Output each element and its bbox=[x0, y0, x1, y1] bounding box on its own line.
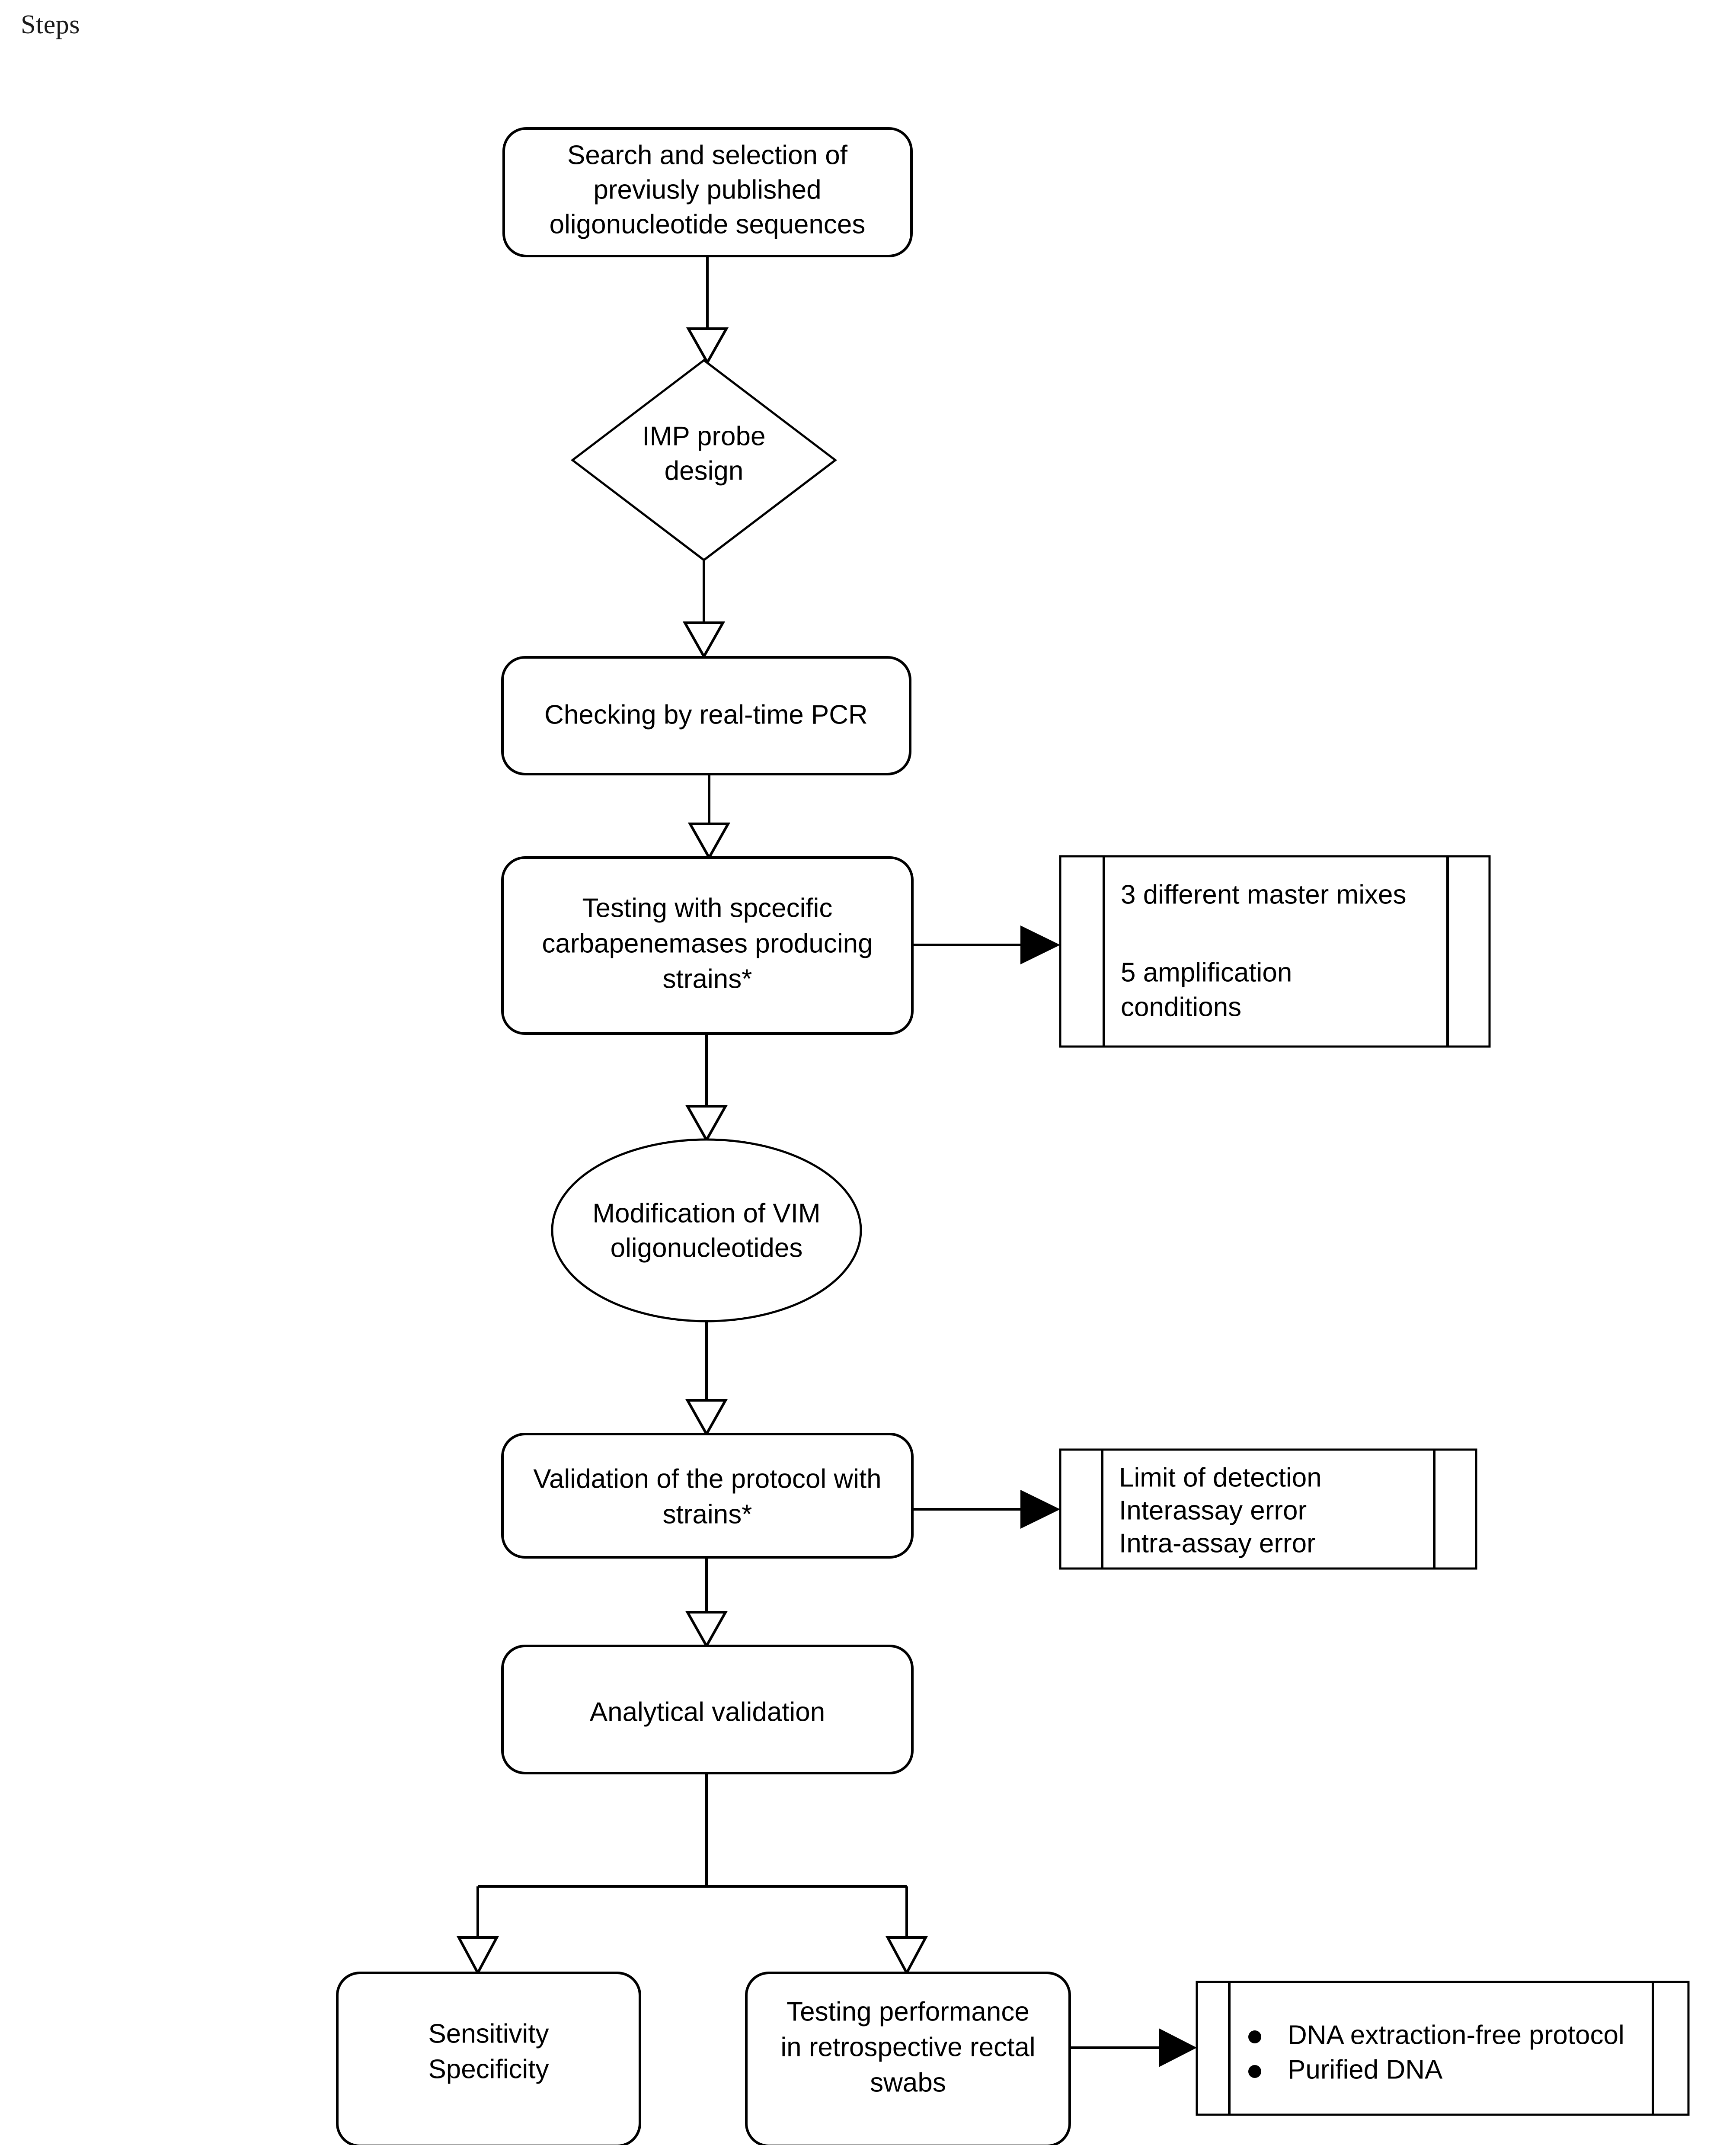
node-testing-rectal-swabs-shape[interactable] bbox=[745, 1972, 1071, 2145]
node-master-mixes-conditions[interactable]: 3 different master mixes 5 amplification… bbox=[1059, 855, 1491, 1048]
node-testing-specific-strains-line-2: carbapenemases producing bbox=[542, 928, 873, 958]
node-analytical-validation[interactable]: Analytical validation bbox=[501, 1645, 914, 1774]
node-validation-protocol-shape[interactable] bbox=[501, 1433, 914, 1559]
bullet-dot-icon bbox=[1248, 2065, 1261, 2078]
edge-validation-to-metrics bbox=[912, 1490, 1060, 1529]
node-sensitivity-specificity[interactable]: Sensitivity Specificity bbox=[336, 1972, 641, 2145]
node-validation-metrics-line-2: Interassay error bbox=[1119, 1495, 1307, 1525]
node-dna-protocols-bullet-1: DNA extraction-free protocol bbox=[1288, 2020, 1624, 2050]
edge-diamond-to-pcr bbox=[682, 560, 726, 660]
node-imp-probe-design-shape[interactable] bbox=[570, 359, 838, 562]
node-validation-metrics-shape[interactable] bbox=[1059, 1448, 1477, 1570]
node-dna-protocols-shape[interactable] bbox=[1196, 1981, 1690, 2116]
node-master-mixes-conditions-line-3: conditions bbox=[1121, 992, 1241, 1022]
node-modification-vim[interactable]: Modification of VIM oligonucleotides bbox=[551, 1138, 862, 1322]
node-master-mixes-conditions-shape[interactable] bbox=[1059, 855, 1491, 1048]
node-validation-protocol-line-2: strains* bbox=[663, 1499, 752, 1529]
node-search-and-selection-line-2: previusly published bbox=[593, 175, 821, 205]
bullet-dot-icon bbox=[1248, 2030, 1261, 2043]
node-checking-real-time-pcr-shape[interactable] bbox=[501, 656, 911, 775]
node-validation-metrics-line-1: Limit of detection bbox=[1119, 1463, 1322, 1492]
node-testing-specific-strains-shape[interactable] bbox=[501, 856, 914, 1035]
node-testing-rectal-swabs-line-2: in retrospective rectal bbox=[780, 2032, 1035, 2062]
node-search-and-selection-line-1: Search and selection of bbox=[567, 140, 848, 170]
node-testing-rectal-swabs[interactable]: Testing performance in retrospective rec… bbox=[745, 1972, 1071, 2145]
node-testing-specific-strains-line-1: Testing with spcecific bbox=[582, 893, 833, 923]
node-testing-specific-strains[interactable]: Testing with spcecific carbapenemases pr… bbox=[501, 856, 914, 1035]
node-sensitivity-specificity-shape[interactable] bbox=[336, 1972, 641, 2145]
node-checking-real-time-pcr[interactable]: Checking by real-time PCR bbox=[501, 656, 911, 775]
node-search-and-selection-line-3: oligonucleotide sequences bbox=[550, 209, 866, 239]
node-imp-probe-design-line-1: IMP probe bbox=[643, 421, 766, 451]
node-checking-real-time-pcr-line-1: Checking by real-time PCR bbox=[544, 700, 868, 730]
node-validation-metrics-line-3: Intra-assay error bbox=[1119, 1528, 1316, 1558]
page-title: Steps bbox=[21, 10, 80, 39]
node-master-mixes-conditions-line-2: 5 amplification bbox=[1121, 957, 1292, 987]
node-imp-probe-design-line-2: design bbox=[665, 456, 744, 486]
node-testing-specific-strains-line-3: strains* bbox=[663, 964, 752, 994]
edge-pcr-to-testing bbox=[687, 774, 731, 861]
node-modification-vim-line-2: oligonucleotides bbox=[611, 1233, 803, 1263]
node-modification-vim-shape[interactable] bbox=[551, 1138, 862, 1322]
node-dna-protocols[interactable]: DNA extraction-free protocol Purified DN… bbox=[1196, 1981, 1690, 2116]
node-sensitivity-specificity-line-2: Specificity bbox=[428, 2054, 549, 2084]
node-sensitivity-specificity-line-1: Sensitivity bbox=[428, 2019, 549, 2049]
node-search-and-selection[interactable]: Search and selection of previusly publis… bbox=[502, 127, 913, 257]
node-search-and-selection-shape[interactable] bbox=[502, 127, 913, 257]
node-modification-vim-line-1: Modification of VIM bbox=[592, 1198, 820, 1228]
edge-testing-to-ellipse bbox=[685, 1034, 728, 1143]
node-analytical-validation-line-1: Analytical validation bbox=[590, 1697, 825, 1727]
edge-testing-to-mastermixes bbox=[912, 925, 1060, 964]
node-testing-rectal-swabs-line-1: Testing performance bbox=[786, 1997, 1029, 2027]
edge-ellipse-to-validation bbox=[685, 1319, 728, 1437]
edge-search-to-diamond bbox=[686, 256, 729, 365]
node-testing-rectal-swabs-line-3: swabs bbox=[870, 2068, 946, 2097]
edge-swabs-to-dna bbox=[1070, 2028, 1197, 2067]
node-validation-protocol[interactable]: Validation of the protocol with strains* bbox=[501, 1433, 914, 1559]
edge-validation-to-analytical bbox=[685, 1557, 728, 1649]
node-imp-probe-design[interactable]: IMP probe design bbox=[570, 359, 838, 562]
node-validation-protocol-line-1: Validation of the protocol with bbox=[533, 1464, 881, 1494]
node-validation-metrics[interactable]: Limit of detection Interassay error Intr… bbox=[1059, 1448, 1477, 1570]
node-analytical-validation-shape[interactable] bbox=[501, 1645, 914, 1774]
node-master-mixes-conditions-line-1: 3 different master mixes bbox=[1121, 880, 1406, 909]
edge-analytical-branch bbox=[456, 1773, 928, 1976]
node-dna-protocols-bullet-2: Purified DNA bbox=[1288, 2055, 1443, 2084]
